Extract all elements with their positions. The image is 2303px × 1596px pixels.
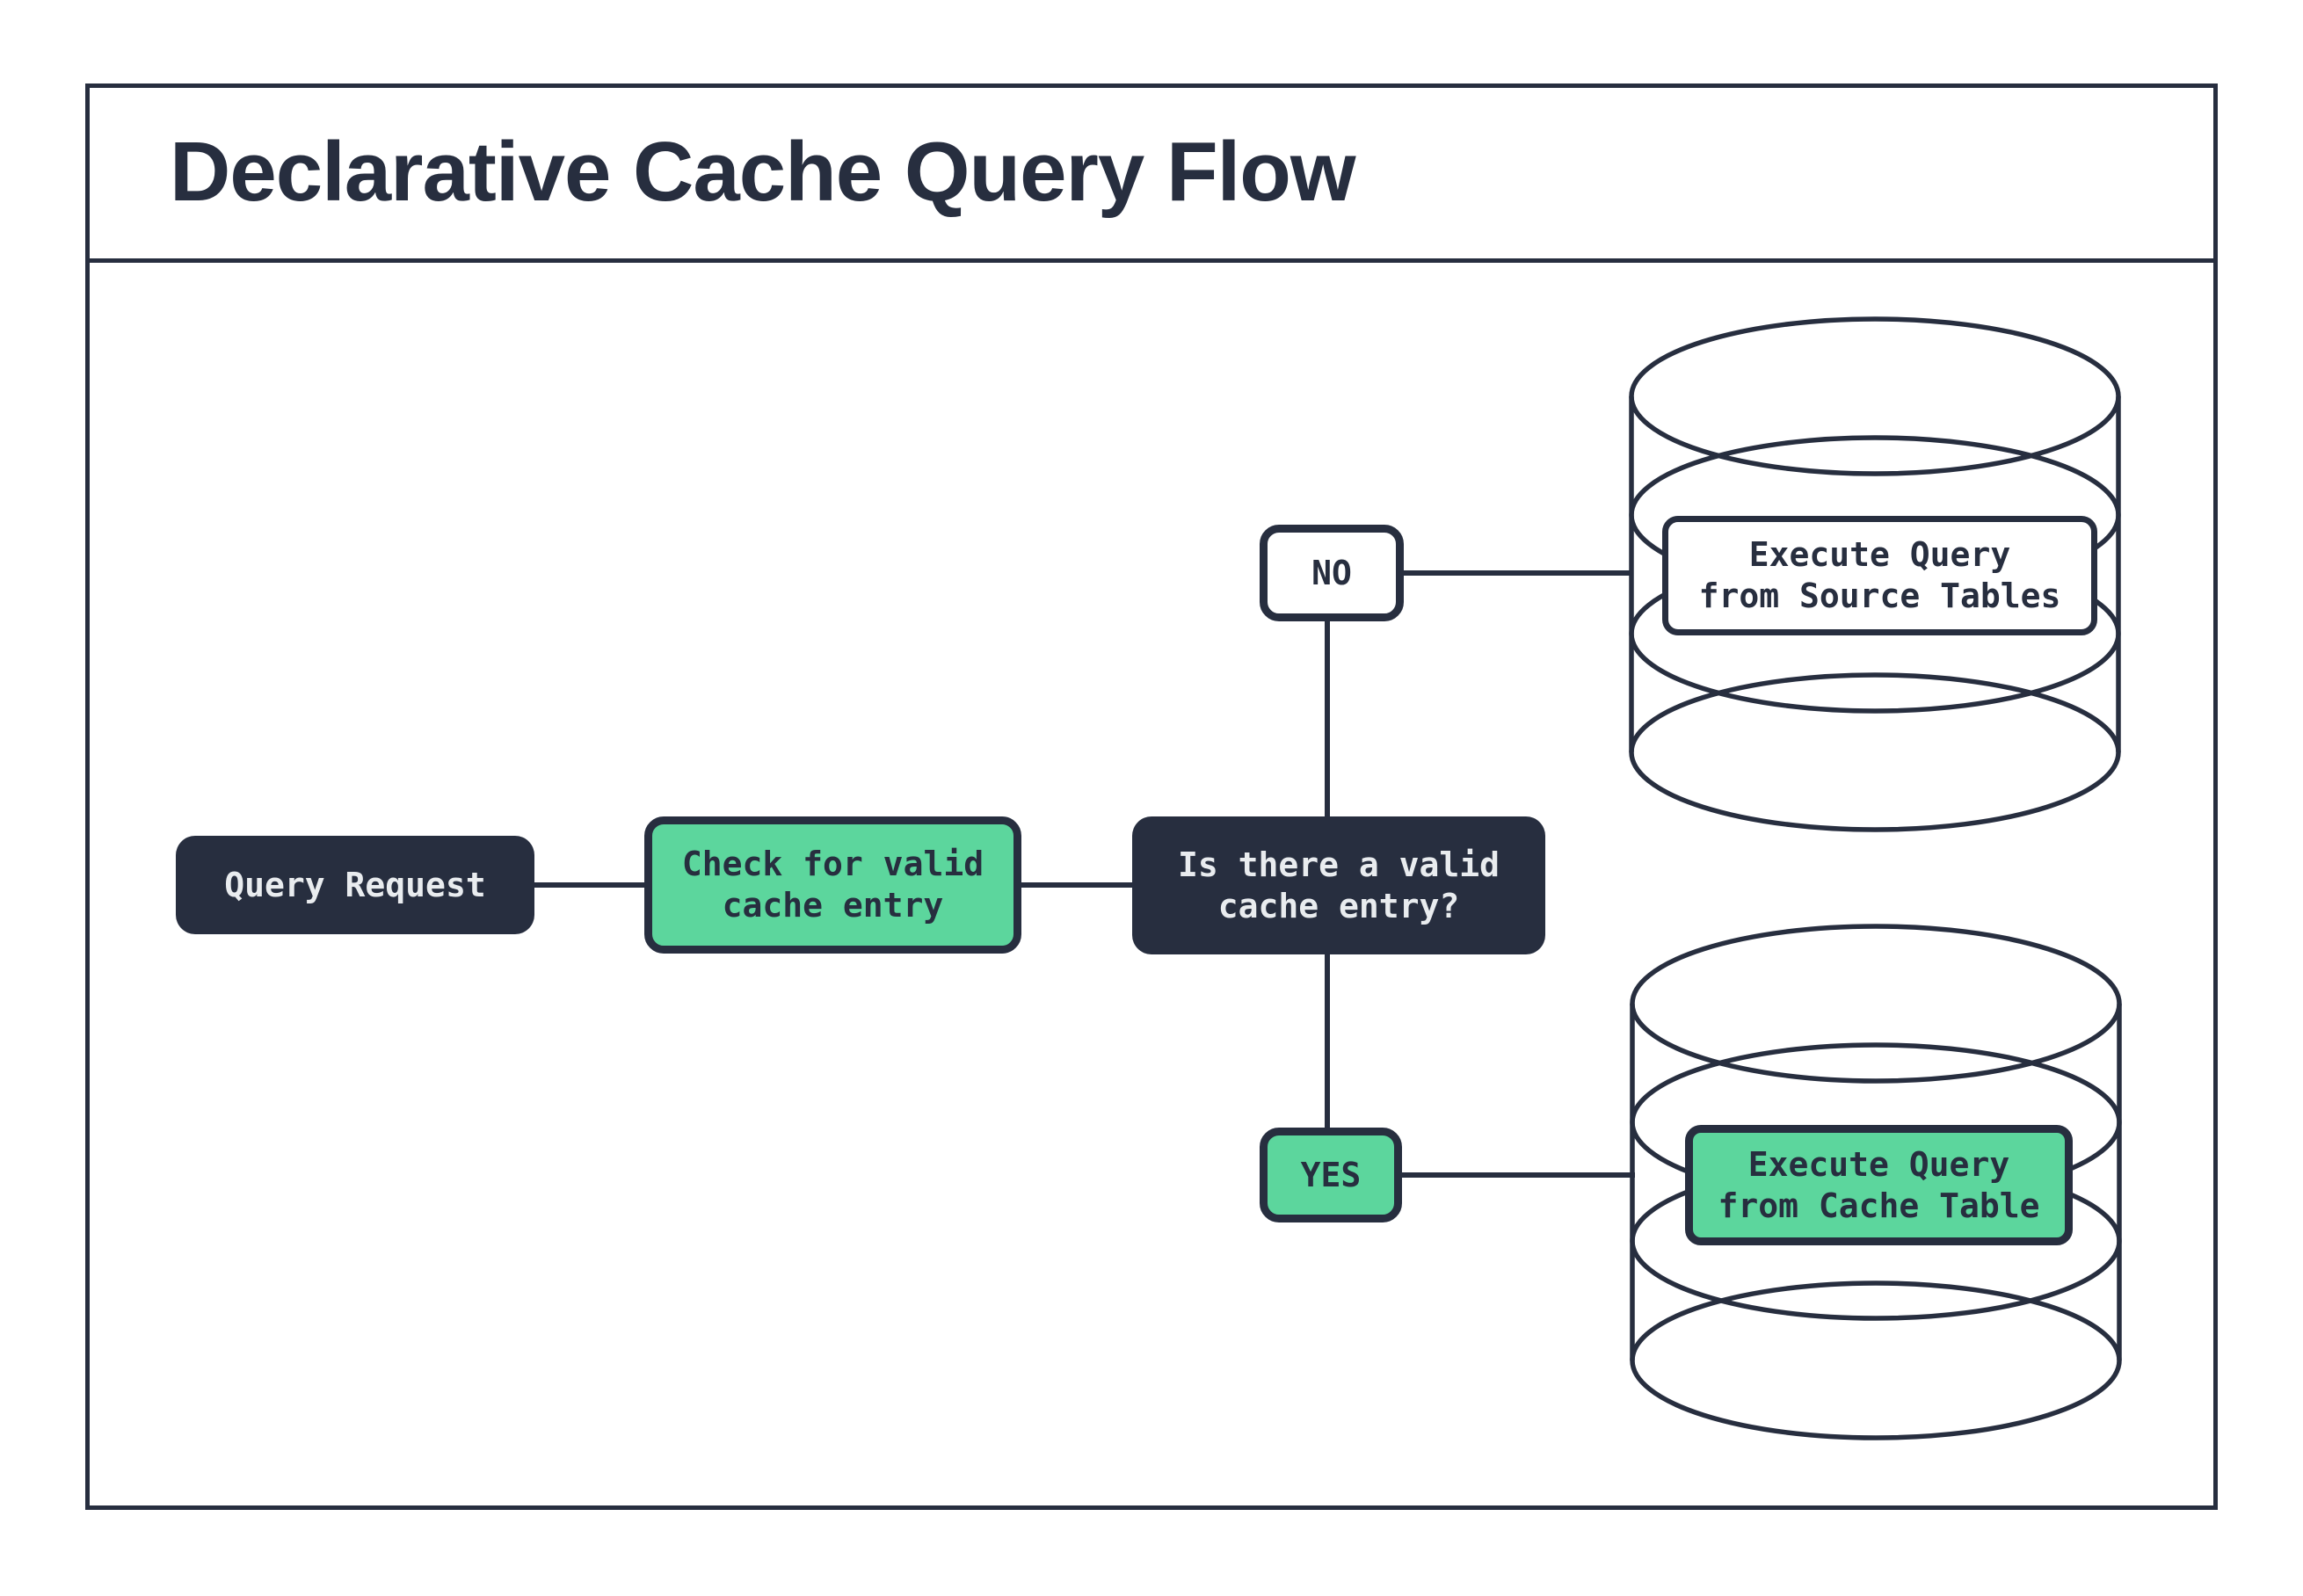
node-check-cache: Check for valid cache entry <box>644 816 1021 954</box>
node-execute-query-cache: Execute Query from Cache Table <box>1685 1125 2073 1245</box>
cylinder-disk <box>1629 316 2121 476</box>
node-query-request: Query Request <box>176 836 534 934</box>
diagram-frame <box>85 83 2218 1510</box>
branch-label-no: NO <box>1260 525 1404 621</box>
page-title: Declarative Cache Query Flow <box>170 125 1356 219</box>
cylinder-disk <box>1629 672 2121 832</box>
header-divider <box>85 258 2218 263</box>
cylinder-disk <box>1630 1280 2122 1440</box>
header: Declarative Cache Query Flow <box>85 83 2218 261</box>
node-decision-valid-cache: Is there a valid cache entry? <box>1132 816 1545 954</box>
branch-label-yes: YES <box>1260 1128 1402 1222</box>
database-cylinder-cache-icon <box>1630 924 2122 1440</box>
cylinder-disk <box>1630 924 2122 1084</box>
node-execute-query-source: Execute Query from Source Tables <box>1662 516 2097 635</box>
